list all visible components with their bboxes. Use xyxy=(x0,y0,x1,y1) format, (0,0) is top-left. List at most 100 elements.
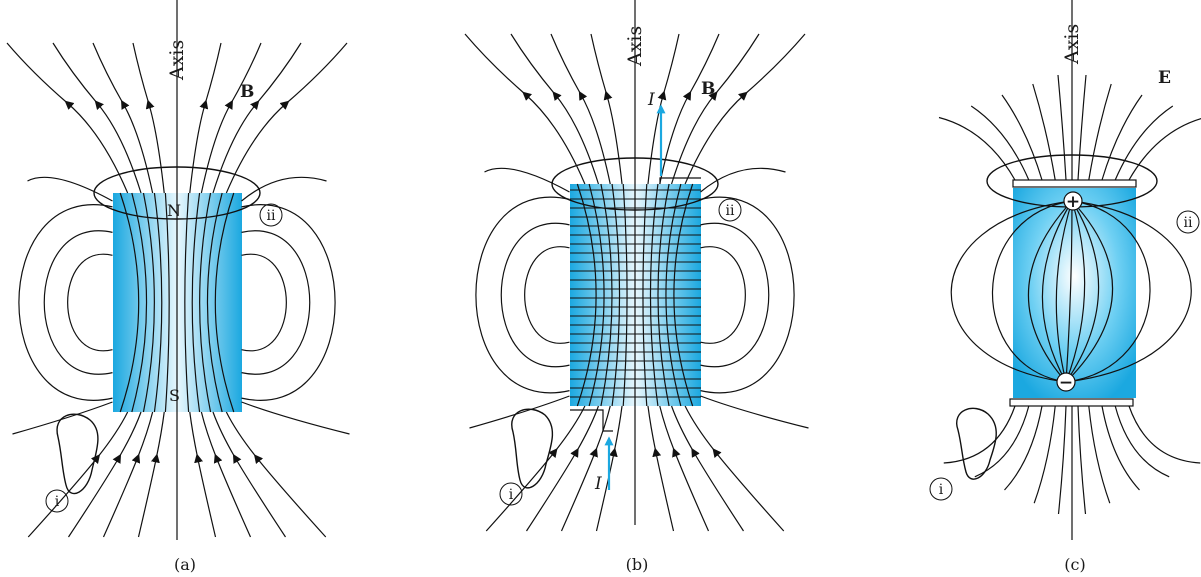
field-line xyxy=(659,33,720,185)
field-line xyxy=(27,411,129,538)
field-label: B xyxy=(701,79,715,99)
field-line xyxy=(670,405,745,532)
field-label: E xyxy=(1158,68,1171,88)
field-line xyxy=(464,33,586,185)
field-line xyxy=(1032,83,1056,181)
field-line xyxy=(1101,405,1140,491)
loop-i-label: i xyxy=(509,487,514,503)
field-line xyxy=(684,33,806,185)
side-loop-lines xyxy=(475,196,795,394)
loop-line xyxy=(700,222,770,368)
loop-line xyxy=(524,246,570,344)
field-line xyxy=(1057,74,1067,181)
field-line xyxy=(469,395,570,429)
top-fringe-lines xyxy=(938,74,1201,181)
field-line xyxy=(1065,200,1086,383)
field-line xyxy=(484,167,570,193)
loop-line xyxy=(241,204,336,401)
field-line xyxy=(576,183,597,407)
minus-charge-label: − xyxy=(1059,373,1073,393)
field-line xyxy=(1114,405,1170,478)
field-line xyxy=(665,183,682,407)
field-line xyxy=(938,116,1016,181)
field-line xyxy=(1041,200,1073,383)
surface-i xyxy=(56,413,99,495)
field-line xyxy=(700,395,809,429)
loop-i-marker xyxy=(45,489,69,513)
north-pole-label: N xyxy=(167,201,181,220)
field-line xyxy=(1088,405,1111,504)
field-line xyxy=(525,405,600,532)
capacitor-region xyxy=(1013,188,1136,398)
loop-line xyxy=(18,204,113,401)
field-line xyxy=(142,192,155,413)
field-line xyxy=(131,192,148,413)
field-line xyxy=(1065,200,1114,383)
field-line xyxy=(560,405,611,532)
current-label-top: I xyxy=(647,90,655,110)
loop-ii-marker xyxy=(1176,210,1200,234)
loop-i-label: i xyxy=(55,494,60,510)
loop-line xyxy=(43,230,113,375)
surface-i xyxy=(511,408,554,489)
panel-caption: (b) xyxy=(626,555,649,574)
top-plate xyxy=(1012,179,1137,188)
field-line xyxy=(214,192,235,413)
field-line xyxy=(1033,405,1056,504)
field-line xyxy=(225,42,348,194)
loop-i-label: i xyxy=(939,482,944,498)
field-line xyxy=(102,411,154,538)
field-line xyxy=(1055,200,1073,383)
outer-field-lines xyxy=(6,42,350,538)
surface-ii xyxy=(93,166,261,220)
field-line xyxy=(67,411,142,538)
loop-line xyxy=(241,230,311,375)
field-line xyxy=(241,176,327,202)
axis-label: Axis xyxy=(166,40,188,81)
field-line xyxy=(225,411,327,538)
loop-line xyxy=(950,200,1073,383)
field-line xyxy=(191,192,201,413)
field-line xyxy=(510,33,600,185)
field-line xyxy=(92,42,154,194)
field-line xyxy=(1077,405,1087,515)
field-line xyxy=(200,411,252,538)
field-line xyxy=(595,405,623,532)
field-line xyxy=(132,42,165,194)
field-line xyxy=(1057,405,1067,515)
outer-field-lines xyxy=(464,33,809,532)
axis-label: Axis xyxy=(1061,24,1083,65)
field-line xyxy=(590,33,623,185)
surface-ii xyxy=(551,157,719,211)
capacitor-field-lines xyxy=(1027,200,1114,383)
field-line xyxy=(153,192,163,413)
field-line xyxy=(588,183,605,407)
loop-line xyxy=(991,200,1073,383)
field-line xyxy=(673,183,694,407)
field-line xyxy=(1001,94,1043,181)
field-line xyxy=(137,411,165,538)
loop-i-marker xyxy=(499,482,523,506)
loop-i-marker xyxy=(929,477,953,501)
loop-line xyxy=(1065,200,1151,383)
field-line xyxy=(670,33,760,185)
field-line xyxy=(970,105,1030,181)
field-line xyxy=(52,42,142,194)
plus-charge xyxy=(1063,191,1083,211)
field-line xyxy=(119,192,140,413)
field-line xyxy=(212,411,287,538)
field-line xyxy=(184,192,190,413)
panel-caption: (c) xyxy=(1064,555,1085,574)
minus-charge xyxy=(1056,372,1076,392)
loop-line xyxy=(1065,200,1192,383)
field-line xyxy=(200,42,262,194)
field-line xyxy=(1128,118,1201,181)
lead-wire-top xyxy=(659,177,701,184)
inner-field-lines xyxy=(119,192,235,413)
current-label-bottom: I xyxy=(594,474,602,494)
field-line xyxy=(27,176,113,202)
field-line xyxy=(684,405,785,532)
bottom-fringe-lines xyxy=(943,405,1201,515)
plus-charge-label: + xyxy=(1066,192,1080,212)
